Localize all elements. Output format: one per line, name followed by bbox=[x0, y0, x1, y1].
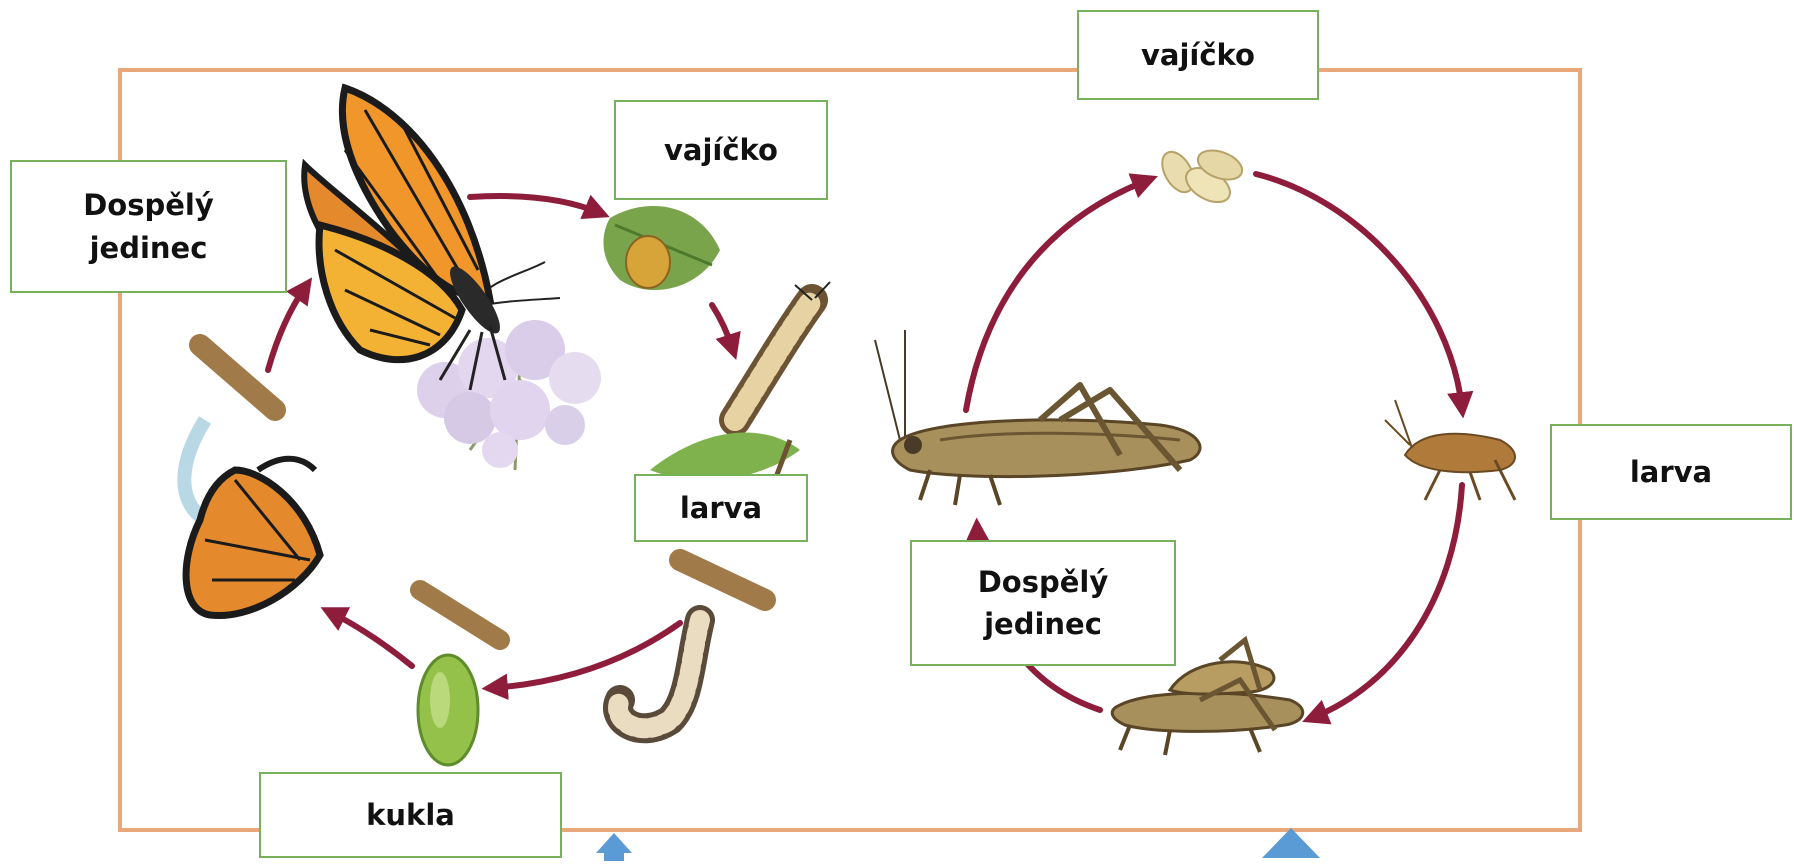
arrow-nymph-to-mating bbox=[1312, 485, 1462, 718]
label-butterfly-pupa: kukla bbox=[259, 772, 562, 858]
arrow-pupa-to-butterfly bbox=[330, 612, 412, 666]
arrow-larva-to-pupa bbox=[492, 623, 680, 688]
label-grasshopper-adult: Dospělý jedinec bbox=[910, 540, 1176, 666]
pointer-right-icon bbox=[1262, 828, 1320, 858]
arrow-adult-to-eggs bbox=[966, 180, 1148, 410]
chrysalis-icon bbox=[418, 590, 500, 765]
grasshopper-nymph-icon bbox=[1385, 400, 1515, 500]
arrow-eggs-to-nymph bbox=[1256, 174, 1462, 408]
pointer-left-icon bbox=[596, 833, 632, 861]
label-grasshopper-larva: larva bbox=[1550, 424, 1792, 520]
outer-frame bbox=[120, 70, 1580, 830]
adult-grasshopper-icon bbox=[875, 330, 1200, 505]
label-butterfly-adult: Dospělý jedinec bbox=[10, 160, 287, 293]
label-grasshopper-egg: vajíčko bbox=[1077, 10, 1319, 100]
arrow-emerging-to-adult bbox=[268, 286, 306, 370]
arrow-egg-to-larva bbox=[712, 305, 733, 350]
egg-on-leaf-icon bbox=[603, 206, 720, 290]
label-butterfly-larva: larva bbox=[634, 474, 808, 542]
arrow-adult-to-egg bbox=[470, 196, 600, 213]
grasshopper-eggs-icon bbox=[1156, 145, 1246, 209]
label-butterfly-egg: vajíčko bbox=[614, 100, 828, 200]
emerging-butterfly-icon bbox=[184, 345, 320, 616]
